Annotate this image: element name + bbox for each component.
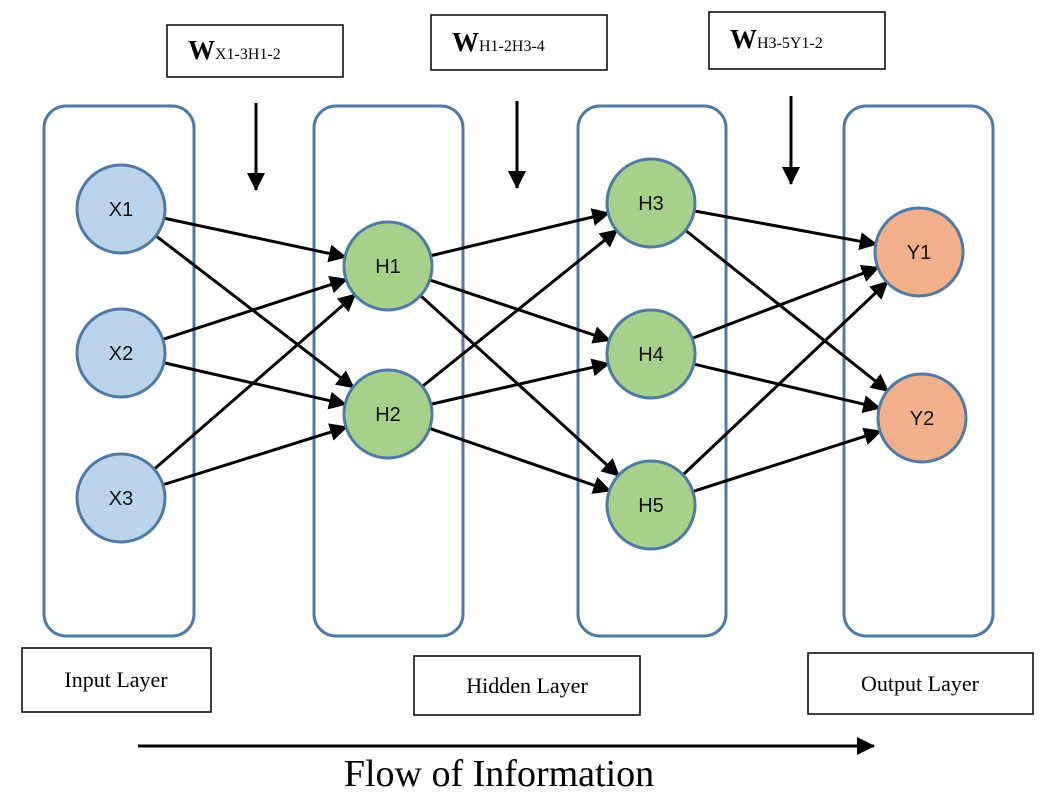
edge-x3-h2 <box>163 423 348 486</box>
node-y1-label: Y1 <box>907 242 931 264</box>
weight-label-1: WX1-3H1-2 <box>166 24 344 78</box>
edge-x3-h1 <box>154 293 357 470</box>
node-h3-label: H3 <box>638 193 664 215</box>
output-layer-box <box>842 104 995 638</box>
svg-text:WH1-2H3-4: WH1-2H3-4 <box>452 27 545 57</box>
edge-h3-y2 <box>685 229 890 393</box>
node-h2-label: H2 <box>375 404 401 426</box>
edge-h2-h4 <box>431 358 611 406</box>
node-x3: X3 <box>75 452 167 544</box>
edge-h1-h4 <box>430 278 612 344</box>
node-h3: H3 <box>605 157 697 249</box>
node-h2: H2 <box>342 368 434 460</box>
weight-label-1-main: W <box>188 35 215 65</box>
weight-label-3-main: W <box>730 24 757 54</box>
hidden-layer-1-box <box>312 104 465 638</box>
node-h1: H1 <box>342 220 434 312</box>
edge-h3-y1 <box>695 209 878 251</box>
node-h4: H4 <box>605 308 697 400</box>
svg-text:WH3-5Y1-2: WH3-5Y1-2 <box>730 24 823 54</box>
weight-label-3-sub: H3-5Y1-2 <box>757 35 823 52</box>
node-x2-label: X2 <box>109 343 133 365</box>
node-x2: X2 <box>75 307 167 399</box>
edge-x2-h2 <box>164 361 348 410</box>
edge-h5-y2 <box>693 427 883 493</box>
svg-text:WX1-3H1-2: WX1-3H1-2 <box>188 35 281 65</box>
weight-label-1-sub: X1-3H1-2 <box>215 46 281 63</box>
weight-label-2: WH1-2H3-4 <box>430 14 608 71</box>
edge-h1-h5 <box>420 295 621 478</box>
edge-h2-h5 <box>430 427 612 494</box>
node-y1: Y1 <box>873 206 965 298</box>
node-h5-label: H5 <box>638 495 664 517</box>
edge-h4-y1 <box>692 264 880 340</box>
node-x3-label: X3 <box>109 488 133 510</box>
node-x1: X1 <box>75 163 167 255</box>
node-h5: H5 <box>605 459 697 551</box>
node-y2-label: Y2 <box>910 408 934 430</box>
weight-label-2-main: W <box>452 27 479 57</box>
edge-h1-h3 <box>431 208 611 257</box>
connections <box>154 208 890 494</box>
hidden-layer-label: Hidden Layer <box>413 655 641 716</box>
flow-label: Flow of Information <box>344 753 654 795</box>
weight-label-2-sub: H1-2H3-4 <box>479 38 545 55</box>
hidden-layer-label-text: Hidden Layer <box>466 673 588 698</box>
input-layer-label: Input Layer <box>21 647 212 713</box>
edge-h4-y2 <box>694 362 882 413</box>
node-y2: Y2 <box>876 372 968 464</box>
output-layer-label: Output Layer <box>807 652 1034 715</box>
node-h4-label: H4 <box>638 344 664 366</box>
node-x1-label: X1 <box>109 199 133 221</box>
weight-label-3: WH3-5Y1-2 <box>708 11 886 70</box>
output-layer-label-text: Output Layer <box>861 671 980 696</box>
input-layer-label-text: Input Layer <box>64 667 168 692</box>
node-h1-label: H1 <box>375 256 401 278</box>
edge-x1-h2 <box>155 235 355 389</box>
edge-h2-h3 <box>422 228 619 387</box>
edge-x1-h1 <box>164 216 347 263</box>
edge-h5-y1 <box>682 280 889 476</box>
edge-x2-h1 <box>163 276 349 341</box>
